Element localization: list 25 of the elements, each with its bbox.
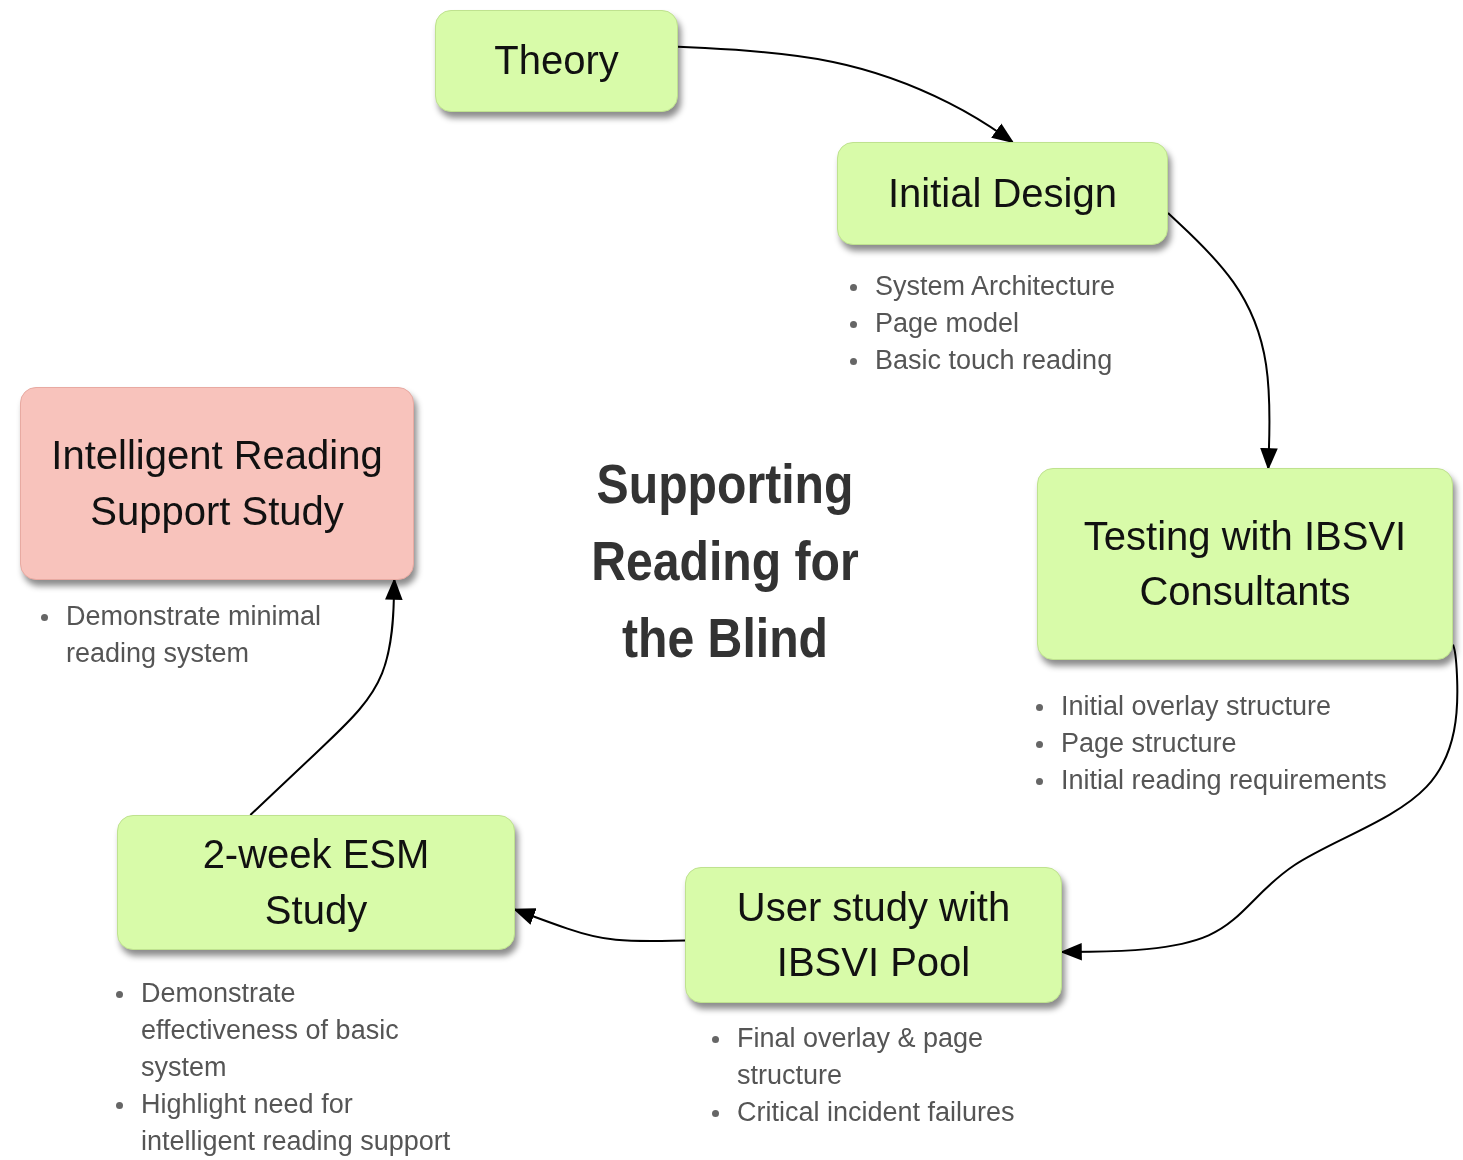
bullet-item: Demonstrate minimal reading system bbox=[66, 601, 322, 668]
bullet-item: Initial reading requirements bbox=[1061, 765, 1387, 795]
bullet-item: Critical incident failures bbox=[737, 1097, 1015, 1127]
process-box bbox=[1037, 468, 1453, 660]
process-box bbox=[837, 142, 1168, 245]
bullet-item: Final overlay & page structure bbox=[737, 1023, 984, 1090]
box-label: Testing with IBSVI Consultants bbox=[1082, 512, 1408, 615]
bullet-item: Initial overlay structure bbox=[1061, 691, 1332, 721]
box-label: Theory bbox=[494, 37, 619, 85]
process-box bbox=[435, 10, 678, 112]
goal-box bbox=[20, 387, 414, 580]
diagram-title: Supporting Reading for the Blind bbox=[590, 451, 860, 671]
bullet-item: Page structure bbox=[1061, 728, 1237, 758]
bullet-item: System Architecture bbox=[875, 271, 1116, 301]
arrow bbox=[677, 45, 1015, 144]
process-box bbox=[685, 867, 1062, 1003]
process-box bbox=[117, 815, 515, 950]
box-label: 2-week ESM Study bbox=[201, 831, 431, 934]
box-label: Initial Design bbox=[888, 169, 1117, 217]
bullet-item: Basic touch reading bbox=[875, 345, 1113, 375]
box-label: User study with IBSVI Pool bbox=[735, 883, 1012, 986]
bullet-item: Demonstrate effectiveness of basic system bbox=[141, 978, 399, 1082]
bullet-item: Page model bbox=[875, 308, 1020, 338]
bullet-item: Highlight need for intelligent reading support bbox=[141, 1089, 451, 1156]
box-label: Intelligent Reading Support Study bbox=[50, 432, 384, 535]
